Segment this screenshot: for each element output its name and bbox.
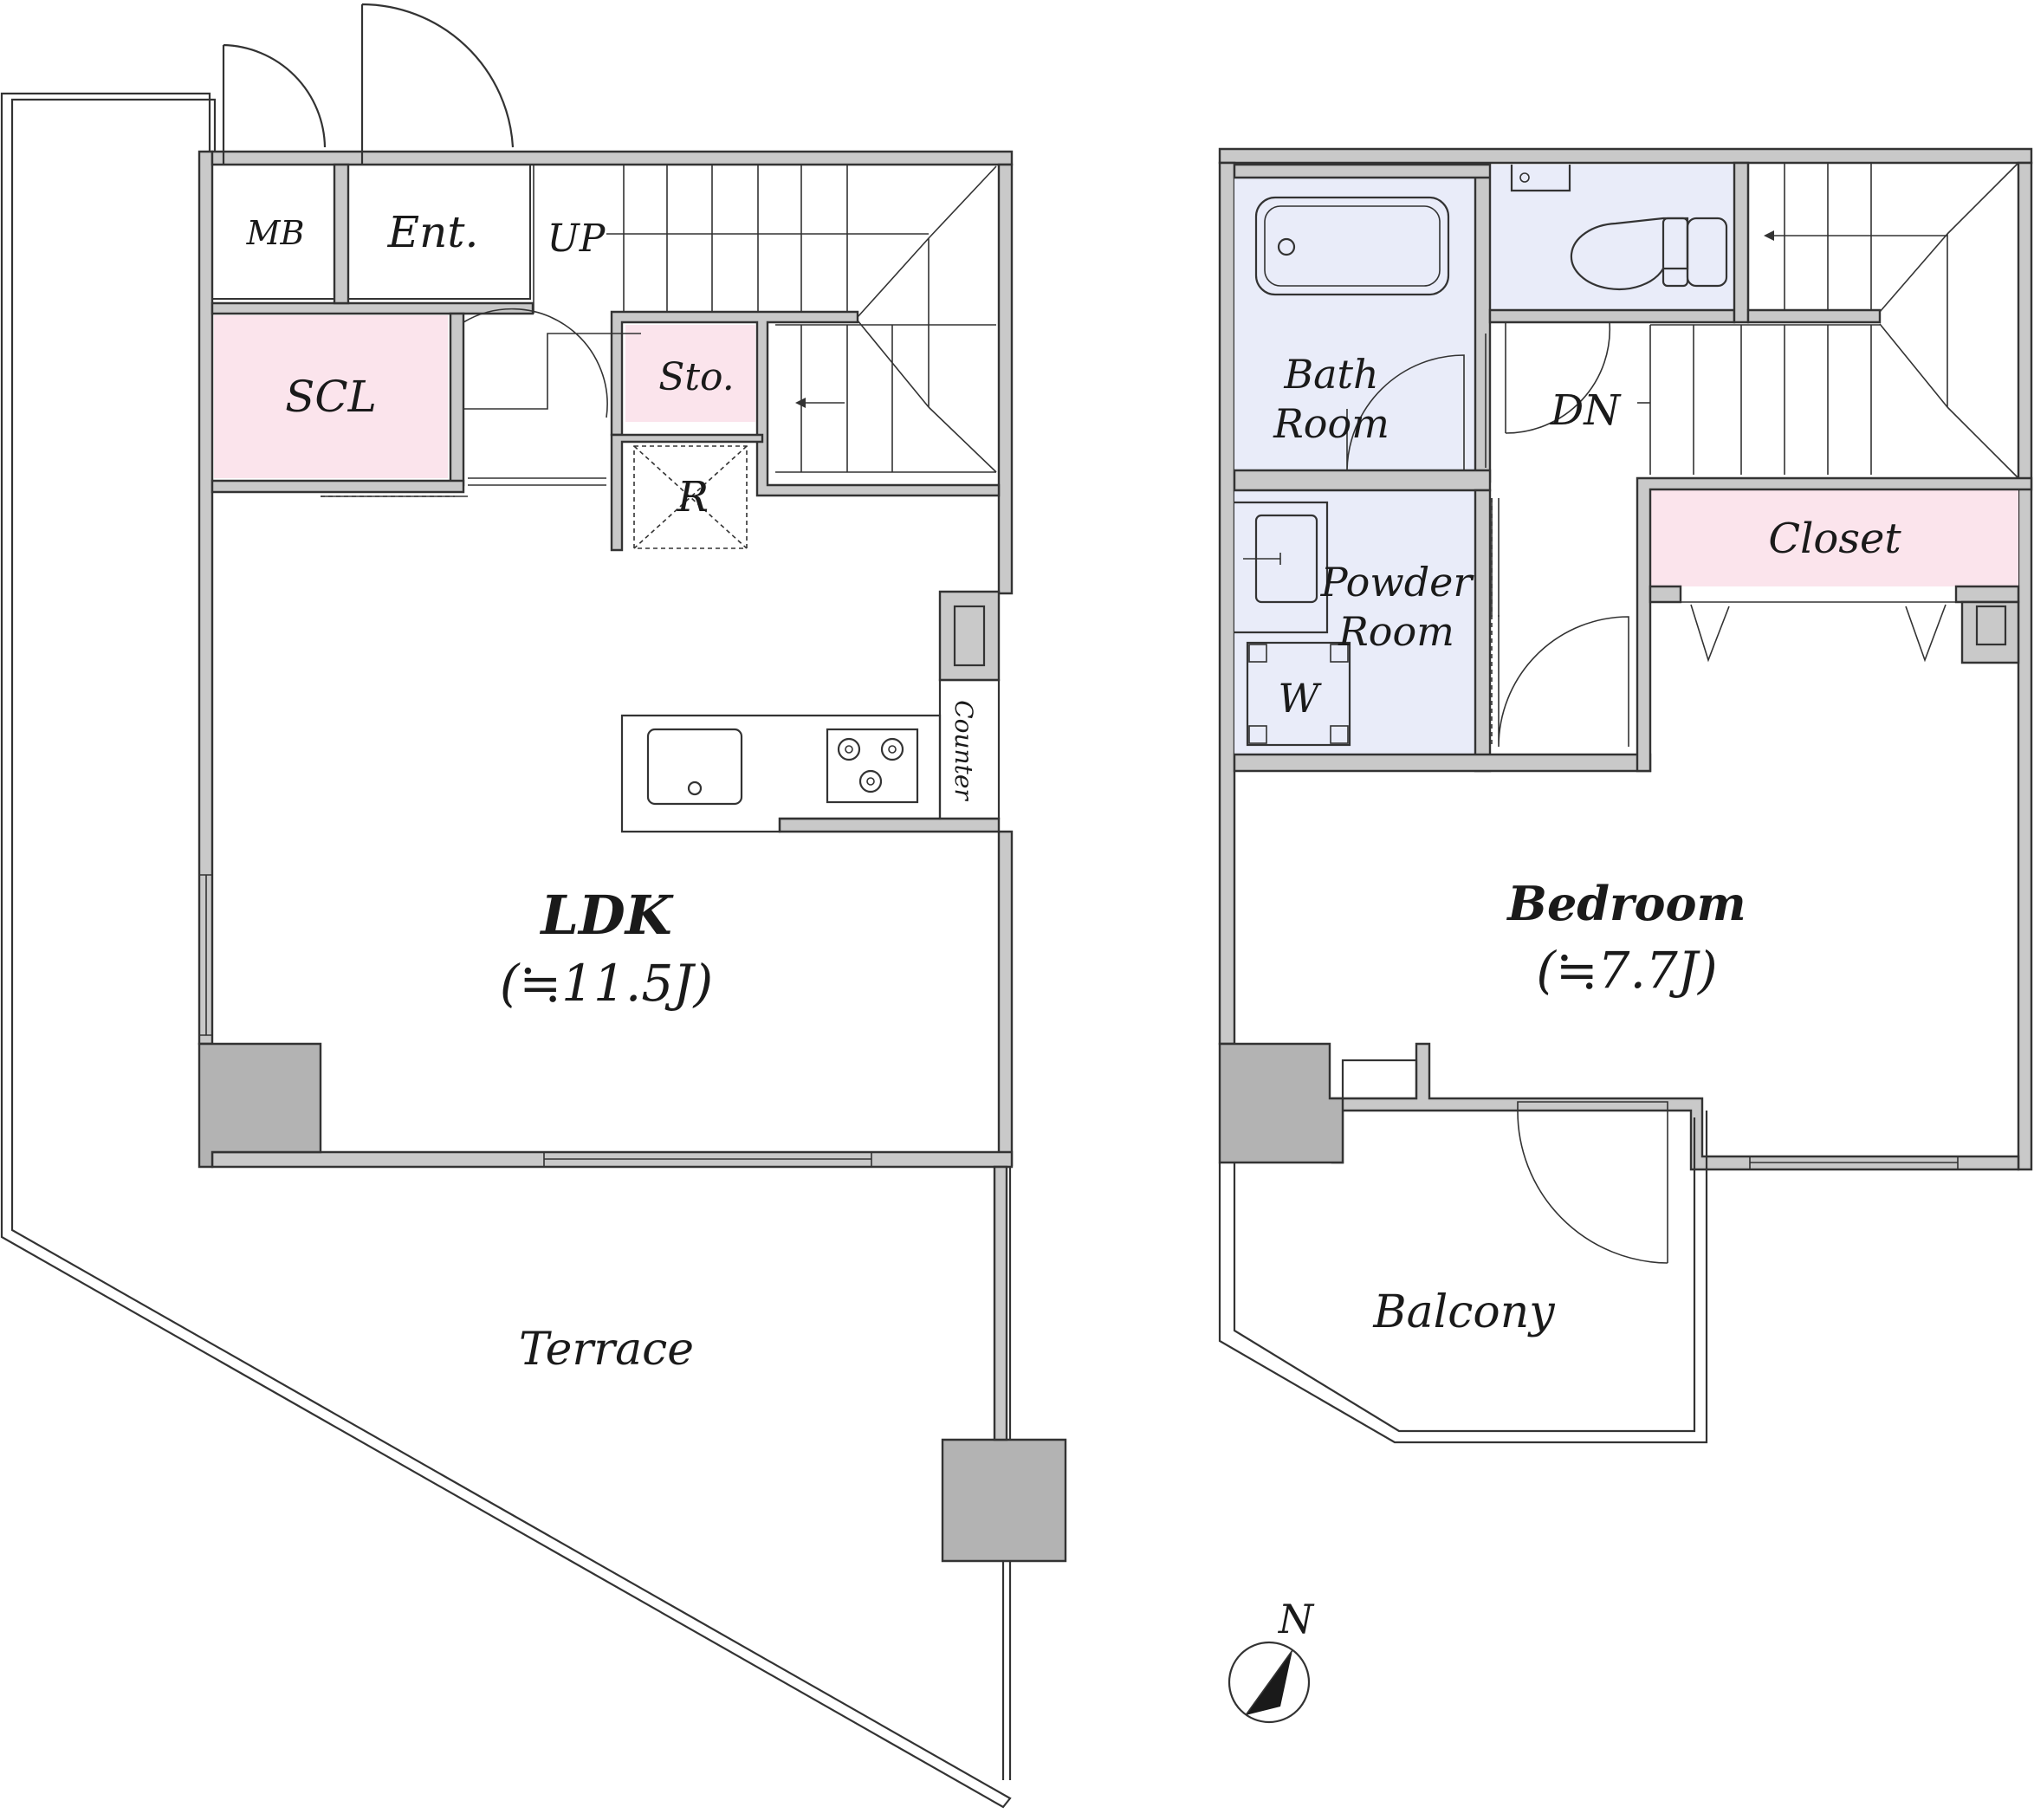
toilet-door	[1505, 321, 1611, 434]
f2-powder-partition	[1474, 489, 1492, 773]
storage-label: Sto.	[658, 355, 735, 399]
counter-label: Counter	[949, 700, 978, 801]
closet-room	[1650, 489, 2018, 586]
terrace-outline	[0, 92, 1012, 1809]
powder-room	[1234, 490, 1475, 755]
f1-ldk-north-wall	[211, 479, 465, 494]
refrigerator-space	[633, 445, 748, 549]
bath-label-line2: Room	[1273, 400, 1389, 447]
entrance-label: Ent.	[387, 207, 479, 257]
entrance-room	[347, 164, 531, 300]
f1-south-window	[543, 1151, 872, 1168]
bedroom-label: Bedroom	[1506, 876, 1746, 931]
f1-kitchen-back-wall	[778, 817, 1001, 833]
powder-label-line1: Powder	[1320, 559, 1475, 606]
closet-doors	[1681, 601, 1956, 663]
scl-door-swing	[463, 308, 641, 418]
storage-room	[625, 325, 755, 422]
powder-label-line2: Room	[1338, 608, 1454, 655]
f2-closet-duct	[1975, 605, 2007, 646]
f1-east-wall	[997, 163, 1014, 595]
f1-column-sw	[198, 1042, 322, 1169]
f2-bath-south-wall	[1233, 469, 1492, 492]
down-label: DN	[1550, 386, 1622, 435]
f2-stair-landing-wall	[1746, 308, 1882, 324]
f1-east-wall-lower	[997, 830, 1014, 1167]
floor-2: Bath Room DN Closet Powder Room W Bedroo…	[1218, 147, 2033, 1444]
toilet	[1510, 165, 1728, 290]
f1-fridge-wall	[610, 433, 764, 552]
balcony-outline	[1218, 1111, 1708, 1444]
f2-duct	[1341, 1059, 1418, 1100]
f1-column-terrace	[941, 1438, 1067, 1563]
f1-scl-east-wall	[449, 312, 465, 487]
ldk-label: LDK	[539, 884, 673, 947]
f2-east-wall	[2017, 161, 2033, 1171]
compass-north-label: N	[1278, 1596, 1315, 1642]
f2-south-window	[1749, 1156, 1959, 1170]
ldk-area-label: (≒11.5J)	[500, 954, 713, 1013]
mb-label: MB	[246, 214, 305, 252]
balcony-label: Balcony	[1372, 1286, 1555, 1338]
kitchen-counter	[620, 605, 1001, 833]
mb-door-swing	[222, 43, 327, 165]
f2-staircase	[1637, 162, 2019, 479]
entrance-door-swing	[360, 3, 515, 165]
terrace-label: Terrace	[519, 1324, 694, 1376]
f2-closet-column	[1960, 600, 2020, 664]
f2-column-sw	[1218, 1042, 1344, 1164]
up-label: UP	[547, 217, 606, 261]
f1-west-window	[199, 874, 213, 1036]
washer-space	[1246, 641, 1351, 747]
compass-circle	[1228, 1641, 1311, 1724]
scl-label: SCL	[285, 372, 377, 422]
refrigerator-label: R	[677, 473, 709, 521]
f1-mb-partition	[333, 163, 350, 305]
floor-1: MB Ent. UP SCL Sto. R Counter LDK (≒11.5…	[0, 3, 1067, 1809]
f2-toilet-south-wall	[1488, 308, 1736, 324]
f1-staircase	[533, 165, 997, 473]
f1-north-wall	[211, 150, 1014, 166]
f2-toilet-east-wall	[1733, 161, 1750, 324]
powder-door	[1498, 615, 1629, 748]
f2-powder-south-wall	[1233, 753, 1652, 773]
f2-north-wall	[1218, 147, 2033, 165]
vanity	[1234, 501, 1329, 634]
bathtub	[1254, 196, 1450, 296]
north-compass: N	[1228, 1596, 1315, 1724]
hall-sliding-panel	[1491, 498, 1500, 617]
f1-kitchen-column-wall	[938, 590, 1001, 682]
f1-entry-partition	[211, 301, 534, 315]
f2-closet-south-wall	[1649, 585, 2020, 604]
washer-label: W	[1278, 675, 1322, 722]
scl-room	[214, 315, 448, 478]
closet-label: Closet	[1768, 515, 1901, 563]
f2-south-wall	[1331, 1042, 2020, 1171]
bath-label-line1: Bath	[1283, 351, 1378, 398]
bedroom-area-label: (≒7.7J)	[1536, 941, 1717, 1000]
f2-west-wall	[1218, 161, 1236, 1046]
balcony-door	[1517, 1101, 1668, 1264]
f2-hall-closet-wall	[1636, 476, 2033, 773]
f1-terrace-wall	[993, 1165, 1008, 1441]
bath-room	[1234, 178, 1475, 470]
mb-room	[211, 164, 335, 300]
bath-door	[1346, 354, 1465, 471]
